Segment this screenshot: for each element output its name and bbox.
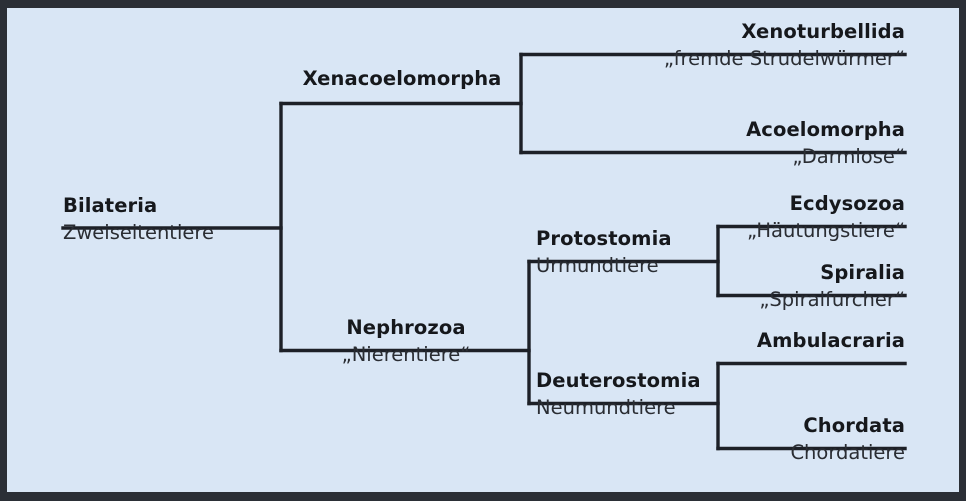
taxon-deuterostomia-scientific: Deuterostomia [536,369,701,392]
taxon-chordata[interactable]: Chordata Chordatiere [640,414,905,465]
taxon-protostomia-scientific: Protostomia [536,227,672,250]
taxon-deuterostomia[interactable]: Deuterostomia Neumundtiere [536,369,736,420]
taxon-chordata-scientific: Chordata [803,414,905,437]
taxon-xenoturbellida-scientific: Xenoturbellida [741,20,905,43]
taxon-bilateria-scientific: Bilateria [63,194,158,217]
taxon-bilateria-german: Zweiseitentiere [63,221,214,245]
taxon-spiralia-scientific: Spiralia [820,261,905,284]
taxon-ambulacraria[interactable]: Ambulacraria [640,329,905,352]
taxon-ambulacraria-scientific: Ambulacraria [756,329,905,352]
taxon-xenacoelomorpha[interactable]: Xenacoelomorpha [283,67,521,90]
taxon-protostomia-german: Urmundtiere [536,254,659,278]
taxon-spiralia-german: „Spiralfurcher“ [759,288,905,312]
taxon-nephrozoa-german: „Nierentiere“ [341,343,471,367]
taxon-bilateria[interactable]: Bilateria Zweiseitentiere [63,194,283,245]
taxon-xenoturbellida-german: „fremde Strudelwürmer“ [663,47,905,71]
taxon-acoelomorpha[interactable]: Acoelomorpha „Darmlose“ [600,118,905,169]
taxon-nephrozoa-scientific: Nephrozoa [346,316,466,339]
taxon-ecdysozoa[interactable]: Ecdysozoa „Häutungstiere“ [640,192,905,243]
taxon-xenacoelomorpha-scientific: Xenacoelomorpha [302,67,502,90]
taxon-acoelomorpha-scientific: Acoelomorpha [746,118,905,141]
taxon-chordata-german: Chordatiere [790,441,905,465]
taxon-deuterostomia-german: Neumundtiere [536,396,676,420]
taxon-spiralia[interactable]: Spiralia „Spiralfurcher“ [640,261,905,312]
taxon-xenoturbellida[interactable]: Xenoturbellida „fremde Strudelwürmer“ [600,20,905,71]
taxon-ecdysozoa-scientific: Ecdysozoa [789,192,905,215]
taxon-nephrozoa[interactable]: Nephrozoa „Nierentiere“ [283,316,529,367]
taxon-acoelomorpha-german: „Darmlose“ [792,145,905,169]
taxon-ecdysozoa-german: „Häutungstiere“ [746,219,905,243]
taxon-protostomia[interactable]: Protostomia Urmundtiere [536,227,718,278]
